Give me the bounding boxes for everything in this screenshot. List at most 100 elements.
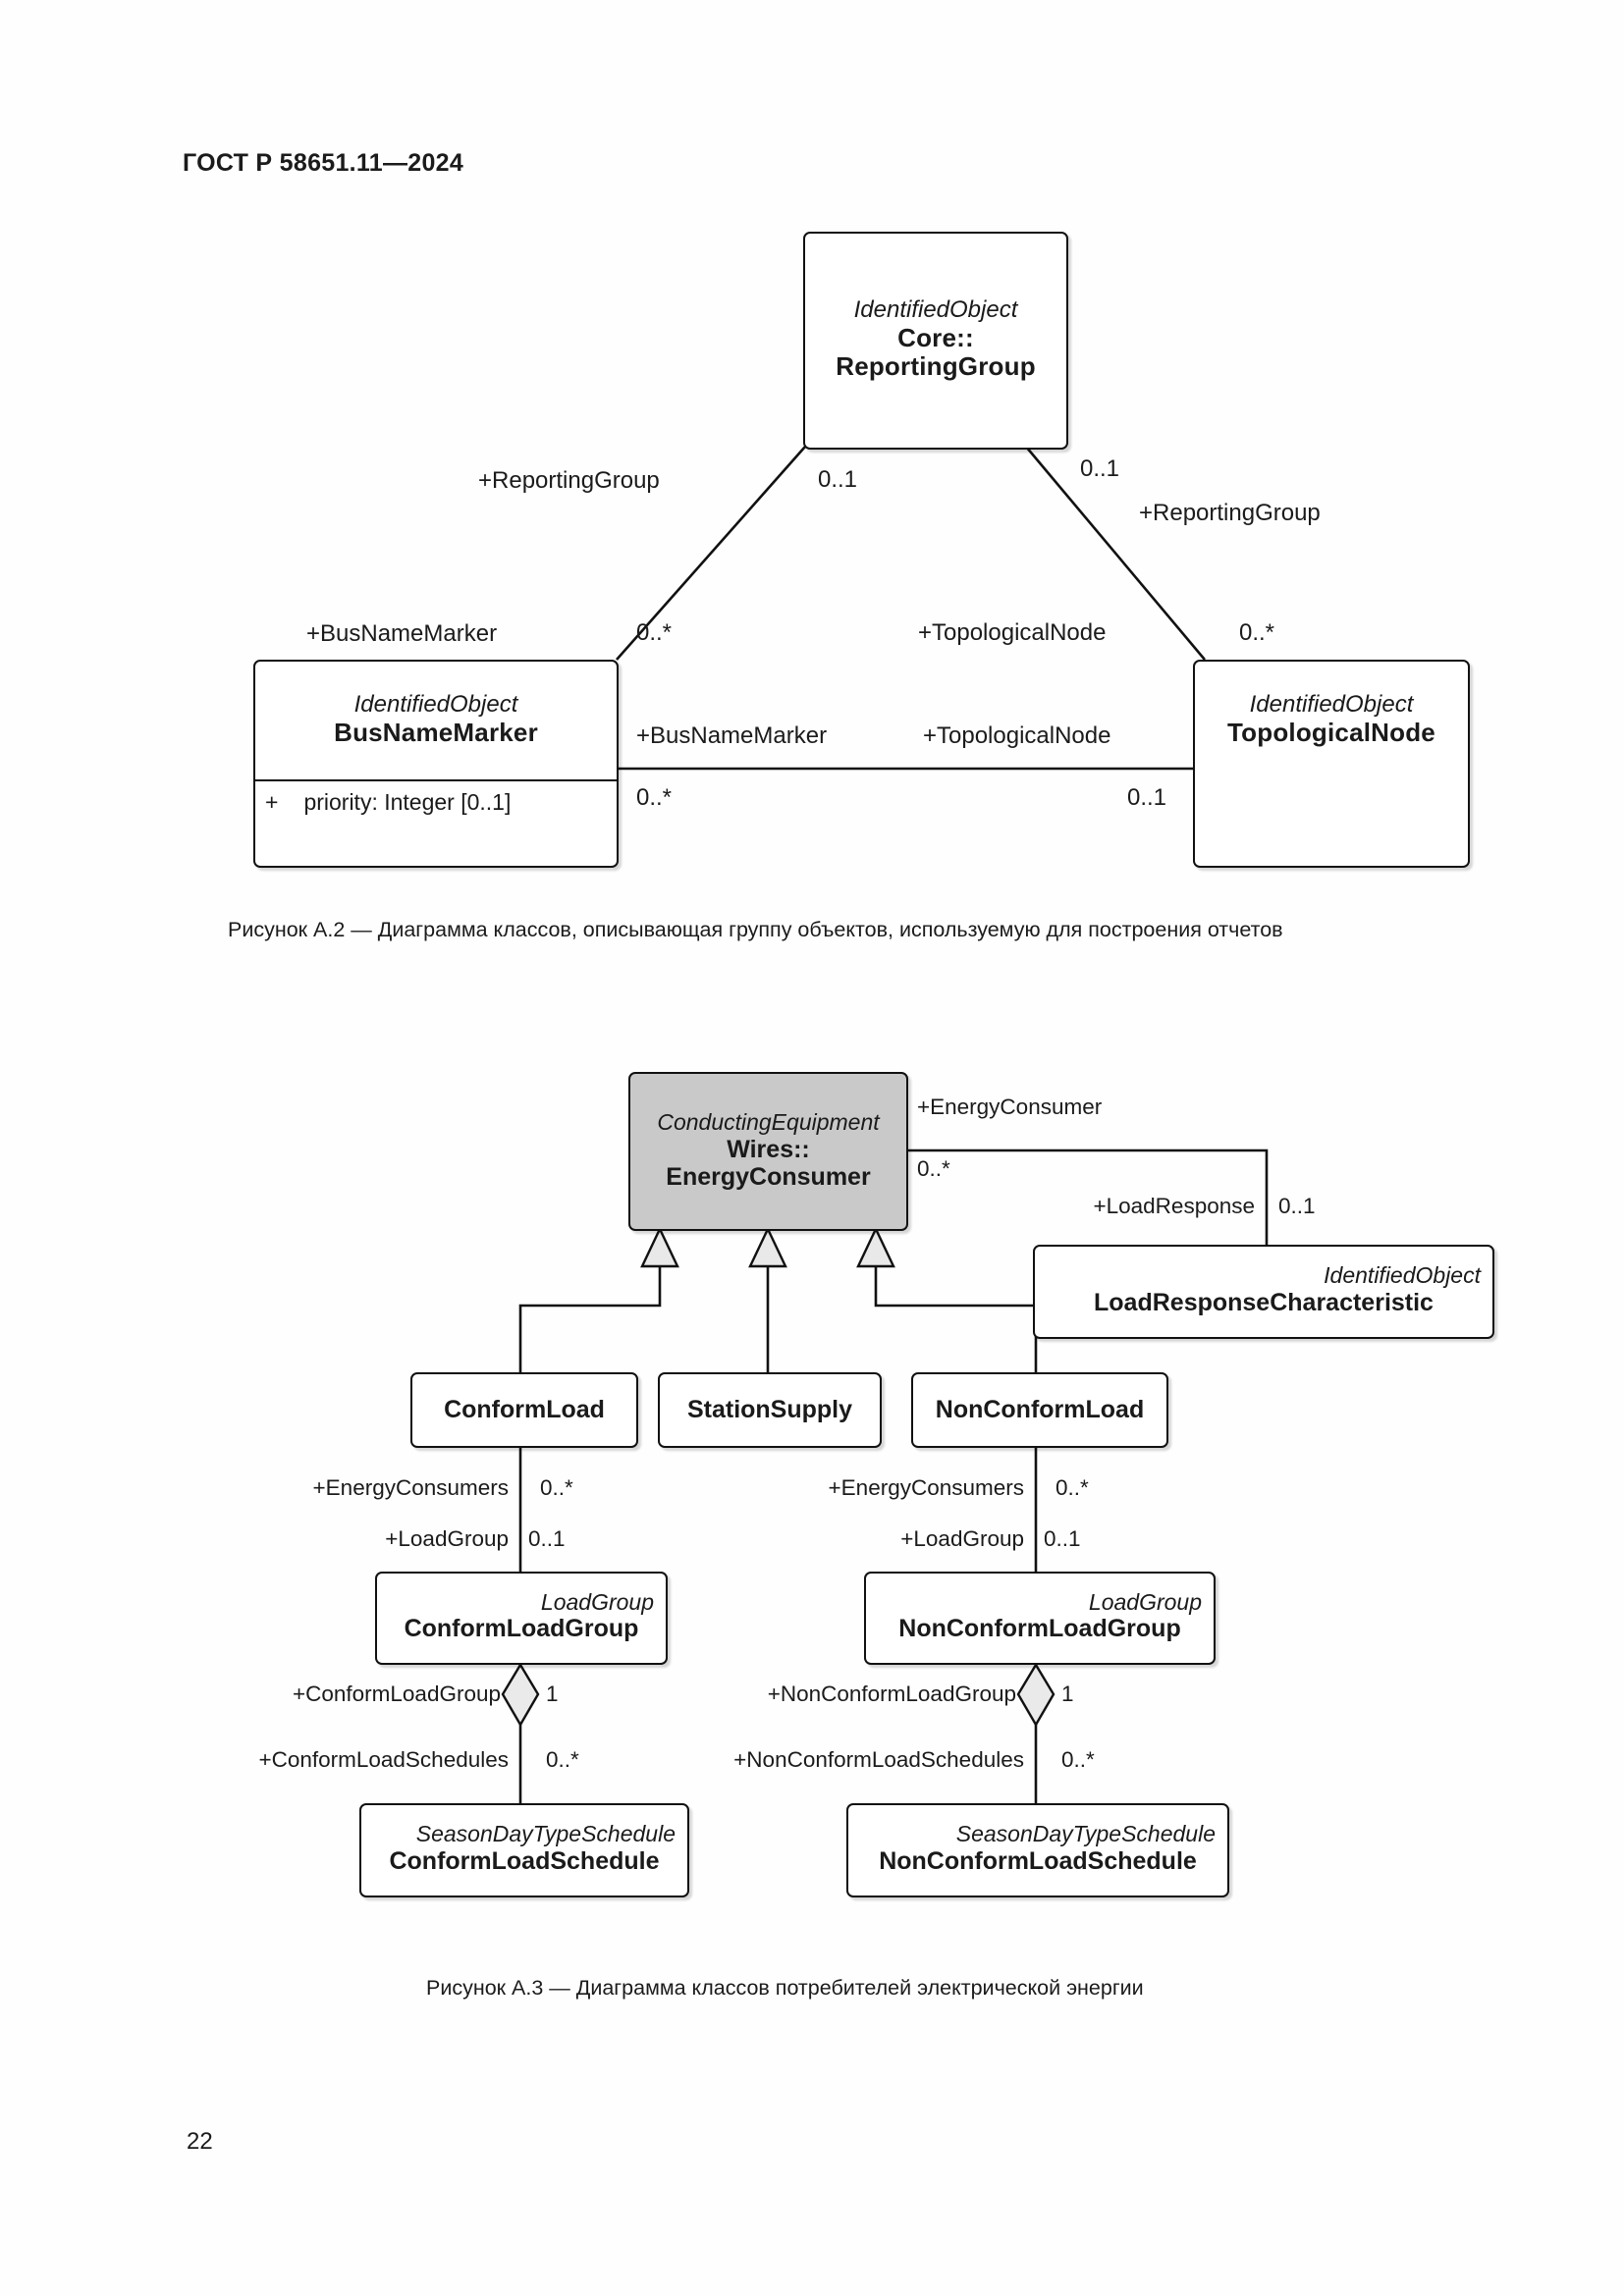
class-box-station-supply[interactable]: StationSupply <box>658 1372 882 1448</box>
class-box-topological-node[interactable]: IdentifiedObject TopologicalNode <box>1193 660 1470 868</box>
class-box-non-conform-load-group[interactable]: LoadGroup NonConformLoadGroup <box>864 1572 1216 1665</box>
class-stereotype: IdentifiedObject <box>1324 1262 1481 1289</box>
label-loadresponse-role: +LoadResponse <box>1093 1194 1255 1218</box>
class-name: ConformLoadGroup <box>404 1615 639 1643</box>
label-reportinggroup-mult-right: 0..1 <box>1080 455 1120 482</box>
class-name: TopologicalNode <box>1227 717 1435 747</box>
assoc-reportinggroup-busnamemarker <box>616 446 806 661</box>
class-header: IdentifiedObject Core:: ReportingGroup <box>805 234 1066 448</box>
class-name-line1: Wires:: <box>727 1135 810 1163</box>
label-nonconformload-loadgroup-mult: 0..1 <box>1044 1526 1081 1551</box>
generalization-conformload <box>518 1242 662 1372</box>
document-header: ГОСТ Р 58651.11—2024 <box>183 149 464 177</box>
class-stereotype: IdentifiedObject <box>853 296 1018 324</box>
class-name: ConformLoadSchedule <box>389 1846 660 1875</box>
label-mid-topologicalnode-mult: 0..1 <box>1127 784 1167 811</box>
label-loadresponse-mult: 0..1 <box>1278 1194 1316 1218</box>
class-box-conform-load[interactable]: ConformLoad <box>410 1372 638 1448</box>
generalization-triangle-stationsupply <box>748 1226 787 1268</box>
label-conformloadgroup-mult: 1 <box>546 1682 559 1706</box>
label-reportinggroup-role-right: +ReportingGroup <box>1139 500 1321 526</box>
label-conformloadschedules-mult: 0..* <box>546 1747 579 1772</box>
class-box-conform-load-schedule[interactable]: SeasonDayTypeSchedule ConformLoadSchedul… <box>359 1803 689 1897</box>
generalization-nonconformload <box>874 1242 1038 1372</box>
label-nonconformloadgroup-mult: 1 <box>1061 1682 1074 1706</box>
label-conformload-loadgroup-role: +LoadGroup <box>385 1526 509 1551</box>
class-stereotype: ConductingEquipment <box>657 1109 880 1136</box>
class-header: ConformLoad <box>412 1374 636 1446</box>
class-box-load-response-characteristic[interactable]: IdentifiedObject LoadResponseCharacteris… <box>1033 1245 1494 1339</box>
class-compartment-divider <box>255 779 617 781</box>
class-header: LoadGroup NonConformLoadGroup <box>866 1574 1214 1663</box>
figure-a3-caption: Рисунок А.3 — Диаграмма классов потребит… <box>426 1976 1144 2000</box>
label-conformload-consumers-role: +EnergyConsumers <box>312 1475 509 1500</box>
label-nonconformload-loadgroup-role: +LoadGroup <box>900 1526 1024 1551</box>
class-box-conform-load-group[interactable]: LoadGroup ConformLoadGroup <box>375 1572 668 1665</box>
class-stereotype: IdentifiedObject <box>1249 691 1414 718</box>
class-name: ConformLoad <box>444 1395 605 1423</box>
label-conformloadschedules-role: +ConformLoadSchedules <box>258 1747 509 1772</box>
label-nonconformloadschedules-mult: 0..* <box>1061 1747 1095 1772</box>
label-energyconsumer-role: +EnergyConsumer <box>917 1095 1103 1119</box>
label-conformload-loadgroup-mult: 0..1 <box>528 1526 566 1551</box>
class-header: StationSupply <box>660 1374 880 1446</box>
class-header: IdentifiedObject BusNameMarker <box>255 662 617 779</box>
class-box-non-conform-load-schedule[interactable]: SeasonDayTypeSchedule NonConformLoadSche… <box>846 1803 1229 1897</box>
class-box-bus-name-marker[interactable]: IdentifiedObject BusNameMarker + priorit… <box>253 660 619 868</box>
attribute-row: + priority: Integer [0..1] <box>265 789 611 816</box>
class-name: NonConformLoadSchedule <box>879 1846 1197 1875</box>
attribute-text: priority: Integer [0..1] <box>303 789 512 815</box>
label-busnamemarker-mult-top: 0..* <box>636 619 673 646</box>
aggregation-diamond-conformloadgroup <box>501 1662 540 1728</box>
label-topologicalnode-role-top: +TopologicalNode <box>918 619 1107 646</box>
class-name: LoadResponseCharacteristic <box>1094 1288 1434 1316</box>
class-header: LoadGroup ConformLoadGroup <box>377 1574 666 1663</box>
class-attributes: + priority: Integer [0..1] <box>255 781 617 822</box>
class-name-line1: Core:: <box>897 323 974 353</box>
class-name-line2: ReportingGroup <box>836 351 1036 382</box>
class-name: NonConformLoad <box>935 1395 1145 1423</box>
class-header: ConductingEquipment Wires:: EnergyConsum… <box>630 1074 906 1229</box>
class-stereotype: IdentifiedObject <box>353 691 518 718</box>
generalization-triangle-conformload <box>640 1226 679 1268</box>
label-busnamemarker-role-top: +BusNameMarker <box>306 620 498 647</box>
class-header: IdentifiedObject TopologicalNode <box>1195 662 1468 779</box>
label-conformloadgroup-role: +ConformLoadGroup <box>292 1682 501 1706</box>
label-nonconformload-consumers-mult: 0..* <box>1056 1475 1089 1500</box>
label-reportinggroup-role-left: +ReportingGroup <box>478 467 660 494</box>
label-nonconformloadgroup-role: +NonConformLoadGroup <box>767 1682 1016 1706</box>
label-mid-busnamemarker-mult: 0..* <box>636 784 673 811</box>
label-topologicalnode-mult-top: 0..* <box>1239 619 1275 646</box>
generalization-triangle-nonconformload <box>856 1226 895 1268</box>
attribute-visibility: + <box>265 789 279 815</box>
class-stereotype: LoadGroup <box>1088 1588 1202 1615</box>
label-energyconsumer-mult: 0..* <box>917 1156 950 1181</box>
figure-a2-caption: Рисунок А.2 — Диаграмма классов, описыва… <box>228 918 1283 941</box>
label-mid-topologicalnode-role: +TopologicalNode <box>923 722 1111 749</box>
class-box-energy-consumer[interactable]: ConductingEquipment Wires:: EnergyConsum… <box>628 1072 908 1231</box>
label-mid-busnamemarker-role: +BusNameMarker <box>636 722 828 749</box>
class-name: StationSupply <box>686 1395 853 1423</box>
class-header: IdentifiedObject LoadResponseCharacteris… <box>1035 1247 1492 1337</box>
class-stereotype: SeasonDayTypeSchedule <box>415 1821 676 1847</box>
class-header: SeasonDayTypeSchedule NonConformLoadSche… <box>848 1805 1227 1896</box>
class-box-reporting-group[interactable]: IdentifiedObject Core:: ReportingGroup <box>803 232 1068 450</box>
label-nonconformloadschedules-role: +NonConformLoadSchedules <box>733 1747 1024 1772</box>
label-nonconformload-consumers-role: +EnergyConsumers <box>828 1475 1024 1500</box>
class-header: NonConformLoad <box>913 1374 1166 1446</box>
class-header: SeasonDayTypeSchedule ConformLoadSchedul… <box>361 1805 687 1896</box>
assoc-reportinggroup-topologicalnode <box>1025 446 1206 661</box>
class-stereotype: SeasonDayTypeSchedule <box>955 1821 1216 1847</box>
aggregation-diamond-nonconformloadgroup <box>1016 1662 1056 1728</box>
label-conformload-consumers-mult: 0..* <box>540 1475 573 1500</box>
class-name: NonConformLoadGroup <box>898 1615 1181 1643</box>
page-number: 22 <box>187 2128 213 2155</box>
label-reportinggroup-mult-left: 0..1 <box>818 466 858 493</box>
class-name: BusNameMarker <box>334 717 538 747</box>
class-box-non-conform-load[interactable]: NonConformLoad <box>911 1372 1168 1448</box>
class-name-line2: EnergyConsumer <box>666 1162 871 1191</box>
class-stereotype: LoadGroup <box>540 1588 654 1615</box>
